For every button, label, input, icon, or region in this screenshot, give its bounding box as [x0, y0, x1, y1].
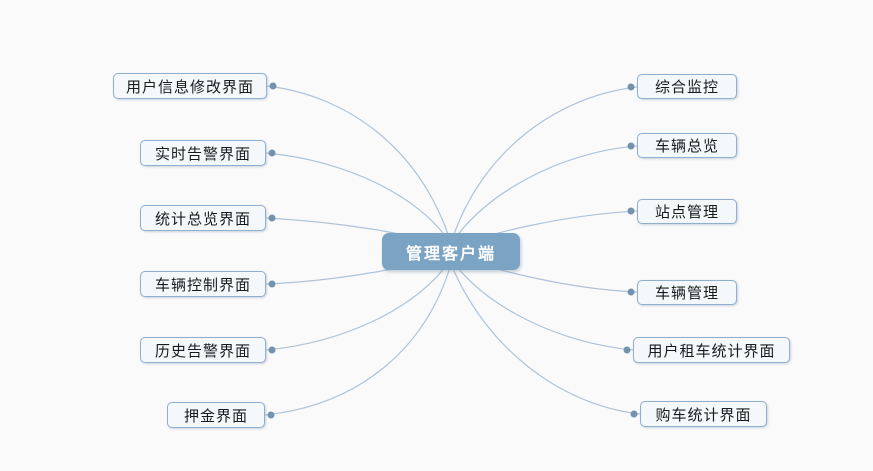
node-vehicle-control-screen[interactable]: 车辆控制界面: [140, 271, 266, 297]
node-label: 车辆控制界面: [154, 276, 251, 294]
node-user-info-edit-screen[interactable]: 用户信息修改界面: [113, 73, 267, 99]
connector-dot: [623, 346, 631, 354]
node-purchase-stats-screen[interactable]: 购车统计界面: [640, 401, 767, 427]
connector-dot: [268, 280, 276, 288]
edge-purchase-stats: [450, 263, 641, 415]
node-statistics-overview-screen[interactable]: 统计总览界面: [140, 205, 266, 231]
edge-history-alarm: [265, 259, 451, 351]
node-integrated-monitoring[interactable]: 综合监控: [637, 74, 737, 99]
connector-dot: [627, 207, 635, 215]
node-label: 统计总览界面: [154, 210, 251, 228]
node-label: 车辆总览: [654, 138, 719, 155]
node-label: 购车统计界面: [655, 406, 752, 424]
node-label: 用户信息修改界面: [125, 78, 254, 96]
connector-dot: [627, 288, 635, 296]
node-vehicle-overview[interactable]: 车辆总览: [637, 133, 737, 158]
node-label: 用户租车统计界面: [647, 342, 776, 360]
connector-dot: [627, 83, 635, 91]
node-label: 历史告警界面: [154, 342, 251, 360]
connector-dot: [267, 411, 275, 419]
node-history-alarm-screen[interactable]: 历史告警界面: [140, 337, 266, 363]
node-label: 车辆管理: [654, 285, 719, 302]
edge-vehicle-overview: [451, 145, 638, 244]
node-vehicle-management[interactable]: 车辆管理: [637, 280, 737, 305]
node-station-management[interactable]: 站点管理: [637, 199, 737, 224]
connector-dot: [268, 149, 276, 157]
node-label: 站点管理: [654, 204, 719, 221]
connector-dot: [269, 82, 277, 90]
edge-realtime-alarm: [265, 152, 451, 244]
node-label: 综合监控: [654, 79, 719, 96]
connector-dot: [268, 214, 276, 222]
node-label: 实时告警界面: [154, 145, 251, 163]
center-node-label: 管理客户端: [405, 245, 496, 263]
connector-dot: [630, 410, 638, 418]
center-node-management-client[interactable]: 管理客户端: [382, 233, 520, 270]
node-realtime-alarm-screen[interactable]: 实时告警界面: [140, 140, 266, 166]
edge-user-info-edit: [266, 85, 451, 241]
connector-dot: [268, 346, 276, 354]
edge-integrated-monitoring: [451, 86, 638, 241]
node-user-rental-stats-screen[interactable]: 用户租车统计界面: [633, 337, 790, 363]
connector-dot: [627, 142, 635, 150]
node-label: 押金界面: [183, 407, 248, 425]
edge-user-rental-stats: [451, 259, 634, 351]
node-deposit-screen[interactable]: 押金界面: [167, 402, 265, 428]
edge-deposit: [264, 263, 452, 416]
